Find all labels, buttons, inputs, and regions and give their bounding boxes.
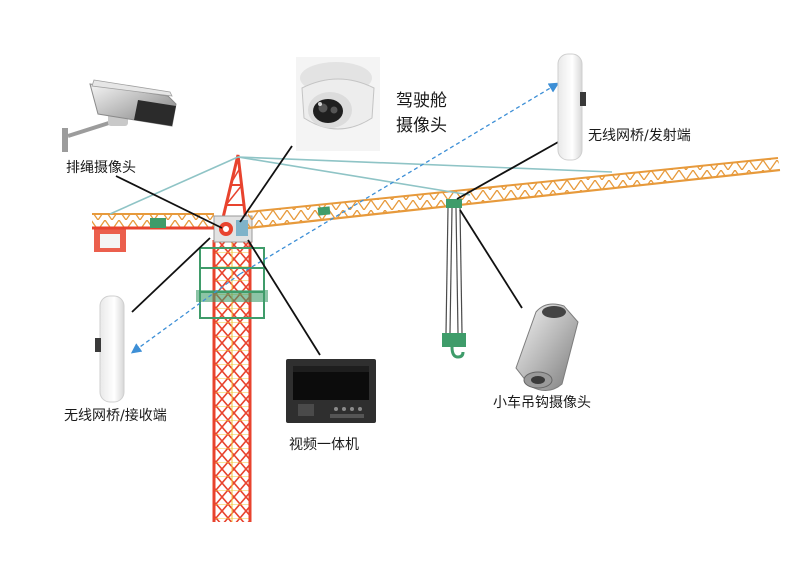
trolley-hook-assembly [442, 199, 466, 359]
wireless-link [130, 82, 560, 354]
dome-camera-icon [296, 57, 380, 151]
bridge-receiver-label: 无线网桥/接收端 [64, 408, 167, 424]
cab-camera-label-line1: 驾驶舱 [396, 91, 447, 111]
video-monitor-icon [286, 359, 376, 423]
callout-lines [115, 140, 561, 356]
crane-cab [213, 215, 253, 243]
cab-camera-label-line2: 摄像头 [396, 116, 447, 136]
pendant-lines [109, 156, 613, 215]
tower-crane [92, 154, 781, 522]
crane-mast [196, 240, 268, 522]
trolley-hook-camera-label: 小车吊钩摄像头 [493, 395, 591, 411]
hook-camera-icon [515, 303, 579, 391]
tower-head [220, 154, 248, 224]
cable-camera-label: 排绳摄像头 [66, 160, 136, 176]
bullet-camera-icon [62, 79, 177, 152]
video-unit-label: 视频一体机 [289, 437, 359, 453]
wireless-bridge-receiver-icon [95, 295, 125, 403]
counter-jib [92, 213, 214, 252]
main-jib [247, 157, 781, 230]
bridge-transmitter-label: 无线网桥/发射端 [588, 128, 691, 144]
wireless-bridge-transmitter-icon [557, 53, 586, 161]
